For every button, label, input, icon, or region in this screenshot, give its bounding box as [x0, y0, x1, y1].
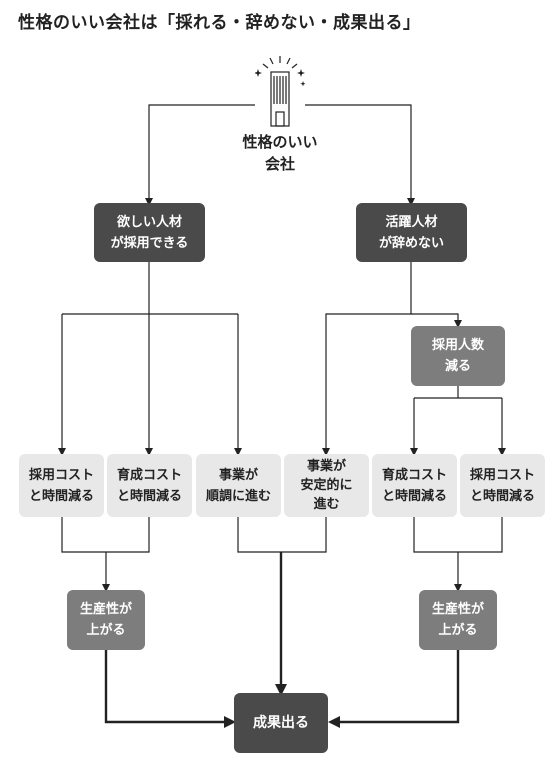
node-left-top: 欲しい人材 が採用できる [94, 203, 205, 262]
root-node-label: 性格のいい 会社 [242, 133, 318, 173]
node-business-stable: 事業が 安定的に 進む [284, 454, 369, 517]
node-right-productivity: 生産性が 上がる [419, 590, 497, 650]
node-left-productivity: 生産性が 上がる [67, 590, 145, 650]
node-right-recruit-cost: 採用コスト と時間減る [460, 454, 545, 517]
node-left-recruit-cost: 採用コスト と時間減る [19, 454, 104, 517]
node-right-top: 活躍人材 が辞めない [356, 203, 467, 262]
page-title: 性格のいい会社は「採れる・辞めない・成果出る」 [18, 13, 421, 33]
building-icon [255, 56, 305, 127]
node-result: 成果出る [234, 693, 328, 753]
node-right-training-cost: 育成コスト と時間減る [372, 454, 457, 517]
node-left-training-cost: 育成コスト と時間減る [107, 454, 192, 517]
node-hire-reduce: 採用人数 減る [411, 326, 505, 386]
node-business-progress: 事業が 順調に進む [196, 454, 281, 517]
